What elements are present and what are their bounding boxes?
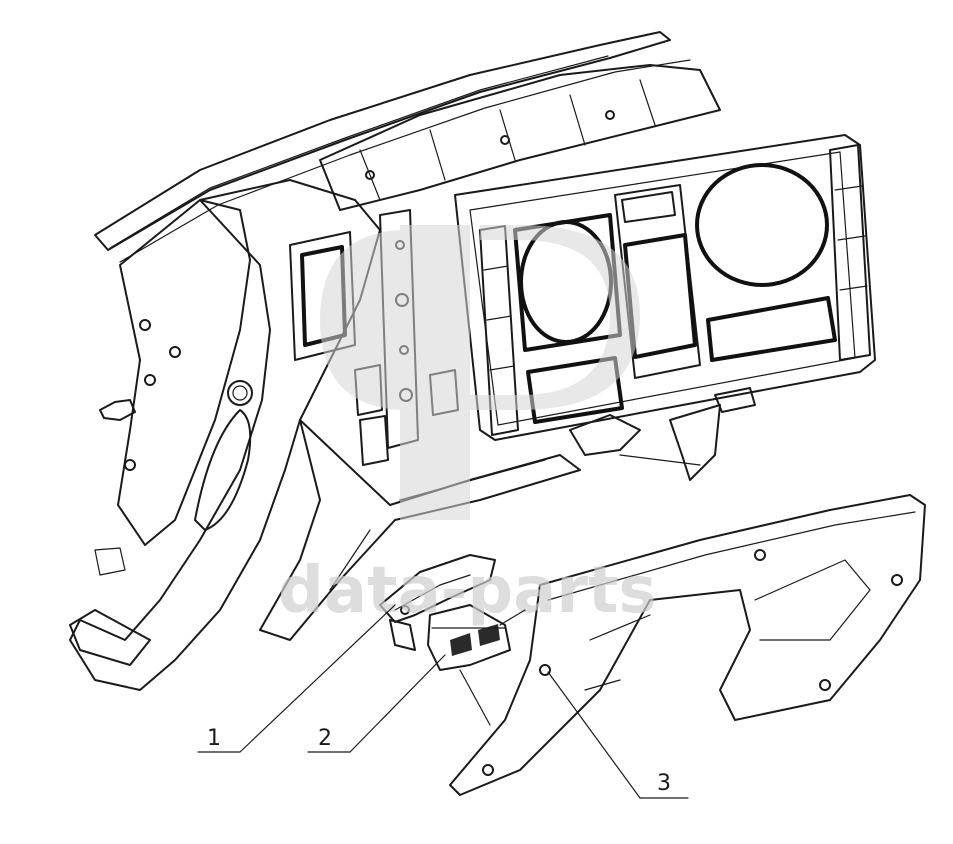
part-1-bracket bbox=[379, 554, 496, 651]
callout-label-3: 3 bbox=[657, 771, 671, 796]
watermark: data-parts bbox=[278, 225, 657, 628]
callout-2: 2 bbox=[307, 654, 446, 753]
callout-label-1: 1 bbox=[207, 726, 221, 751]
part-2-connector bbox=[427, 604, 511, 671]
part-3-trim-cover bbox=[449, 494, 926, 796]
callout-3: 3 bbox=[547, 671, 689, 799]
callout-label-2: 2 bbox=[318, 726, 332, 751]
callout-1: 1 bbox=[197, 604, 396, 753]
watermark-text: data-parts bbox=[278, 554, 657, 628]
